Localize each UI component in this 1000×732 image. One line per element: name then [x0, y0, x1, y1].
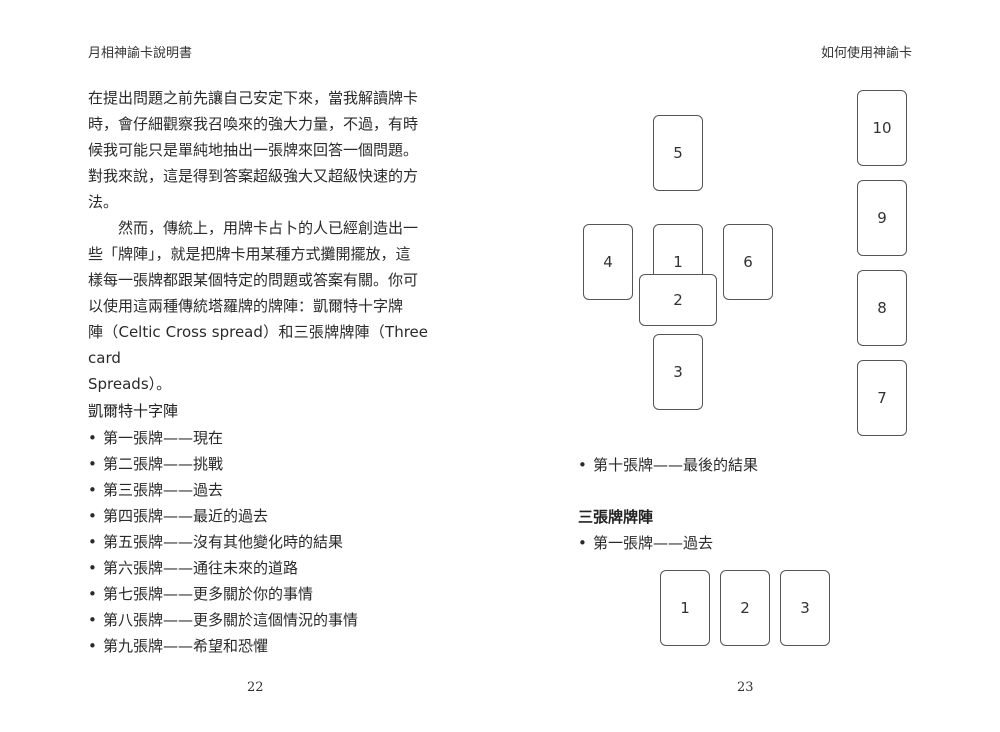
- paragraph-line: 以使用這兩種傳統塔羅牌的牌陣：凱爾特十字牌: [88, 297, 404, 315]
- celtic-cross-list: •第一張牌——現在 •第二張牌——挑戰 •第三張牌——過去 •第四張牌——最近的…: [88, 425, 358, 659]
- celtic-card-5: 5: [653, 115, 703, 191]
- list-item: •第二張牌——挑戰: [88, 455, 224, 473]
- celtic-card-6: 6: [723, 224, 773, 300]
- paragraph-2: 然而，傳統上，用牌卡占卜的人已經創造出一 些「牌陣」，就是把牌卡用某種方式攤開擺…: [88, 215, 428, 397]
- three-card-2: 2: [720, 570, 770, 646]
- page-number-right: 23: [737, 680, 754, 695]
- three-card-list: •第一張牌——過去: [578, 530, 713, 556]
- paragraph-line: Spreads）。: [88, 375, 172, 393]
- list-item: •第四張牌——最近的過去: [88, 507, 269, 525]
- running-header-right: 如何使用神諭卡: [820, 46, 912, 61]
- paragraph-line: 陣（Celtic Cross spread）和三張牌牌陣（Three card: [88, 323, 428, 367]
- celtic-cross-list-continued: •第十張牌——最後的結果: [578, 452, 758, 478]
- paragraph-line: 些「牌陣」，就是把牌卡用某種方式攤開擺放，這: [88, 245, 411, 263]
- celtic-card-9: 9: [857, 180, 907, 256]
- right-page: 如何使用神諭卡 5 4 1 6 2 3 10 9 8 7 •第十張牌——最後的結…: [500, 0, 1000, 732]
- paragraph-line: 候我可能只是單純地抽出一張牌來回答一個問題。: [88, 141, 419, 159]
- list-item: •第八張牌——更多關於這個情況的事情: [88, 611, 359, 629]
- running-header-left: 月相神諭卡說明書: [88, 46, 193, 61]
- celtic-card-8: 8: [857, 270, 907, 346]
- section-heading-three-card: 三張牌牌陣: [578, 508, 654, 526]
- three-card-1: 1: [660, 570, 710, 646]
- celtic-card-10: 10: [857, 90, 907, 166]
- list-item: •第三張牌——過去: [88, 481, 224, 499]
- page-number-left: 22: [247, 680, 264, 695]
- celtic-card-2: 2: [639, 274, 717, 326]
- left-page: 月相神諭卡說明書 在提出問題之前先讓自己安定下來，當我解讀牌卡 時，會仔細觀察我…: [88, 46, 428, 695]
- paragraph-line: 時，會仔細觀察我召喚來的強大力量，不過，有時: [88, 115, 419, 133]
- paragraph-1: 在提出問題之前先讓自己安定下來，當我解讀牌卡 時，會仔細觀察我召喚來的強大力量，…: [88, 85, 428, 215]
- list-item: •第十張牌——最後的結果: [578, 456, 759, 474]
- list-item: •第一張牌——過去: [578, 534, 714, 552]
- paragraph-line: 然而，傳統上，用牌卡占卜的人已經創造出一: [118, 219, 419, 237]
- paragraph-line: 對我來說，這是得到答案超級強大又超級快速的方: [88, 167, 419, 185]
- paragraph-line: 法。: [88, 193, 119, 211]
- list-item: •第九張牌——希望和恐懼: [88, 637, 269, 655]
- list-item: •第七張牌——更多關於你的事情: [88, 585, 314, 603]
- list-item: •第五張牌——沒有其他變化時的結果: [88, 533, 344, 551]
- list-item: •第六張牌——通往未來的道路: [88, 559, 299, 577]
- celtic-card-7: 7: [857, 360, 907, 436]
- celtic-card-3: 3: [653, 334, 703, 410]
- list-item: •第一張牌——現在: [88, 429, 224, 447]
- celtic-card-4: 4: [583, 224, 633, 300]
- section-heading-celtic-cross: 凱爾特十字陣: [88, 402, 179, 420]
- three-card-3: 3: [780, 570, 830, 646]
- paragraph-line: 在提出問題之前先讓自己安定下來，當我解讀牌卡: [88, 89, 419, 107]
- paragraph-line: 樣每一張牌都跟某個特定的問題或答案有關。你可: [88, 271, 419, 289]
